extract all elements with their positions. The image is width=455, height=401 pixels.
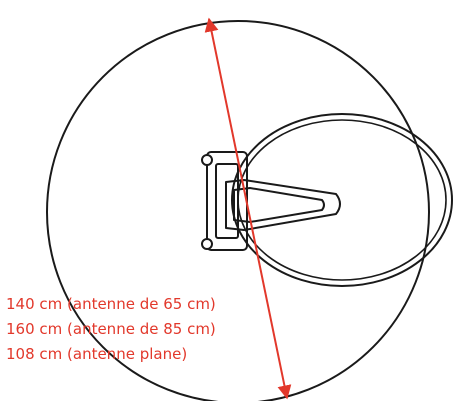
clearance-label-65cm: 140 cm (antenne de 65 cm) bbox=[6, 295, 216, 313]
clearance-label-flat: 108 cm (antenne plane) bbox=[6, 345, 187, 363]
satellite-dish bbox=[231, 113, 453, 287]
diameter-arrow bbox=[204, 17, 292, 400]
clearance-label-85cm: 160 cm (antenne de 85 cm) bbox=[6, 320, 216, 338]
